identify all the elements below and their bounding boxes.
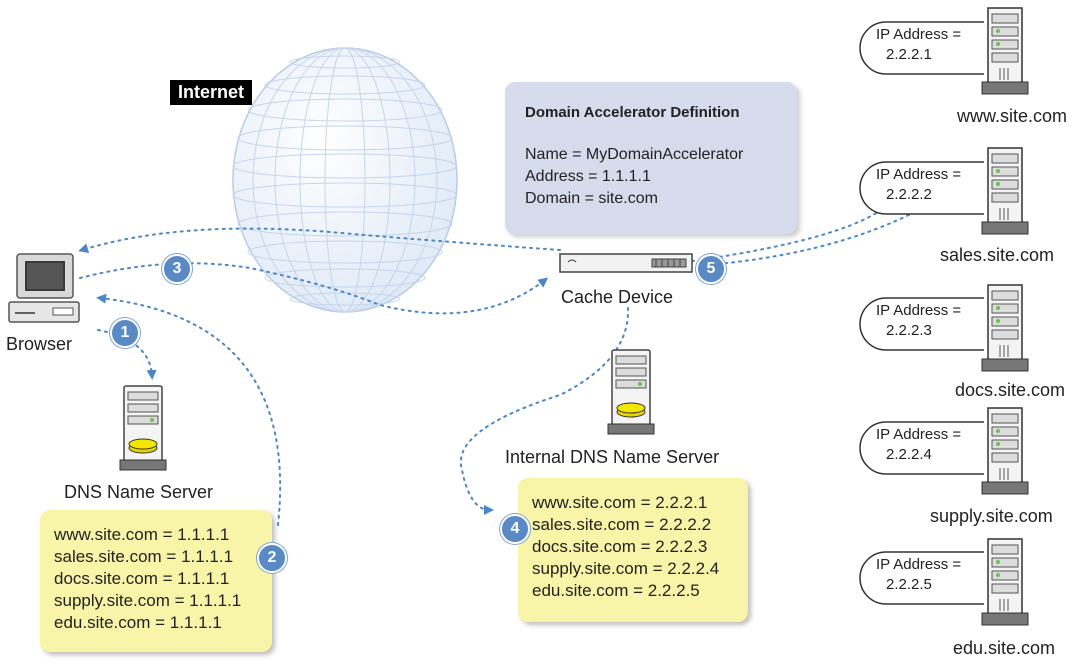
ip-address-value: 2.2.2.5	[886, 576, 932, 593]
internal-dns-records-note: www.site.com = 2.2.2.1 sales.site.com = …	[518, 478, 748, 622]
ip-address-label: IP Address =	[876, 302, 962, 319]
cache-device-label: Cache Device	[561, 287, 674, 307]
ip-address-tag: IP Address = 2.2.2.3	[858, 296, 988, 352]
ip-address-value: 2.2.2.4	[886, 446, 932, 463]
server-hostname: edu.site.com	[953, 638, 1056, 658]
ip-address-label: IP Address =	[876, 556, 962, 573]
dns-record: www.site.com = 1.1.1.1	[54, 525, 230, 544]
server-hostname: www.site.com	[957, 106, 1068, 126]
ip-address-value: 2.2.2.3	[886, 322, 932, 339]
internal-dns-record: docs.site.com = 2.2.2.3	[532, 537, 708, 556]
arrow-step-4	[459, 307, 630, 515]
ip-address-tag: IP Address = 2.2.2.1	[858, 20, 988, 76]
server-hostname: docs.site.com	[955, 380, 1066, 400]
internal-dns-record: www.site.com = 2.2.2.1	[532, 493, 708, 512]
ip-address-label: IP Address =	[876, 26, 962, 43]
browser-computer-icon	[8, 253, 80, 323]
internet-globe	[232, 47, 458, 313]
server-hostname: sales.site.com	[940, 245, 1055, 265]
internal-dns-record: sales.site.com = 2.2.2.2	[532, 515, 712, 534]
browser-label: Browser	[6, 334, 73, 354]
ip-address-tag: IP Address = 2.2.2.5	[858, 550, 988, 606]
arrow-step-2	[96, 293, 282, 526]
dns-records-note: www.site.com = 1.1.1.1 sales.site.com = …	[40, 510, 272, 652]
internal-dns-record: edu.site.com = 2.2.2.5	[532, 581, 700, 600]
web-server-icon	[981, 284, 1029, 372]
dns-server-label: DNS Name Server	[64, 482, 214, 502]
internet-label: Internet	[170, 80, 253, 105]
internal-dns-server-icon	[607, 349, 655, 435]
dns-server-icon	[119, 385, 167, 471]
step-badge-4: 4	[500, 514, 530, 544]
dns-record: docs.site.com = 1.1.1.1	[54, 569, 230, 588]
ip-address-value: 2.2.2.2	[886, 186, 932, 203]
step-badge-1: 1	[110, 318, 140, 348]
ip-address-label: IP Address =	[876, 166, 962, 183]
internal-dns-record: supply.site.com = 2.2.2.4	[532, 559, 720, 578]
step-badge-5: 5	[696, 254, 726, 284]
web-server-icon	[981, 538, 1029, 626]
ip-address-label: IP Address =	[876, 426, 962, 443]
arrow-step-1	[97, 329, 157, 380]
ip-address-tag: IP Address = 2.2.2.4	[858, 420, 988, 476]
web-server-icon	[981, 7, 1029, 95]
web-server-icon	[981, 407, 1029, 495]
dns-record: supply.site.com = 1.1.1.1	[54, 591, 242, 610]
definition-domain: Domain = site.com	[525, 190, 658, 207]
domain-accelerator-definition: Domain Accelerator Definition Name = MyD…	[505, 82, 797, 234]
definition-address: Address = 1.1.1.1	[525, 168, 651, 185]
definition-title: Domain Accelerator Definition	[525, 104, 740, 121]
dns-record: edu.site.com = 1.1.1.1	[54, 613, 222, 632]
arrow-step-3	[79, 262, 549, 315]
internal-dns-label: Internal DNS Name Server	[505, 447, 720, 467]
server-hostname: supply.site.com	[930, 506, 1053, 526]
ip-address-tag: IP Address = 2.2.2.2	[858, 160, 988, 216]
arrow-cache-to-browser	[78, 227, 561, 254]
dns-record: sales.site.com = 1.1.1.1	[54, 547, 234, 566]
ip-address-value: 2.2.2.1	[886, 46, 932, 63]
definition-name: Name = MyDomainAccelerator	[525, 146, 744, 163]
cache-device-icon	[558, 253, 694, 273]
step-badge-3: 3	[162, 254, 192, 284]
web-server-icon	[981, 147, 1029, 235]
step-badge-2: 2	[257, 543, 287, 573]
